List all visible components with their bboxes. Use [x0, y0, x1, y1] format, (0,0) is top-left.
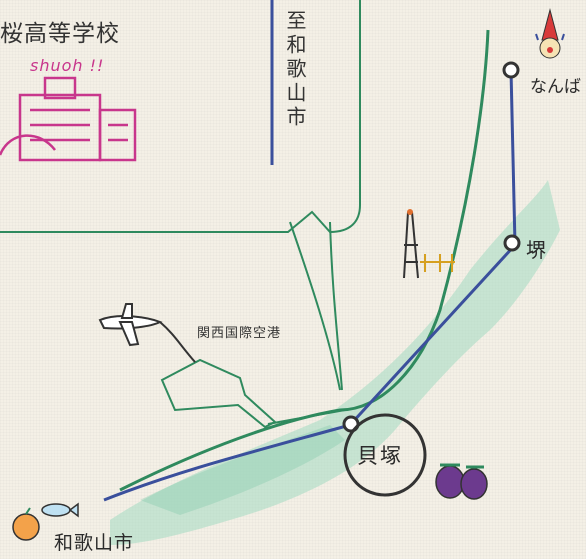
station-label-wakayama: 和歌山市: [54, 532, 135, 554]
station-label-kaizuka: 貝塚: [357, 444, 403, 468]
callout-pointer: [289, 221, 343, 391]
airplane-icon: [98, 303, 196, 363]
tower-icon: [403, 209, 455, 279]
eggplant-icon: [435, 463, 488, 500]
coastline: [119, 29, 490, 492]
station-label-sakai: 堺: [526, 238, 546, 262]
school-logo-text: shuoh !!: [30, 56, 104, 75]
logo-marks: !!: [89, 56, 105, 75]
airport-bridge: [267, 409, 346, 425]
school-callout-border: [0, 0, 361, 234]
orange-icon: [12, 507, 40, 541]
airport-label: 関西国際空港: [197, 326, 282, 341]
namba-station-dot: [502, 61, 520, 79]
direction-label-wakayama: 至和歌山市: [283, 10, 307, 130]
logo-text: shuoh: [30, 56, 84, 75]
coastal-green-area: [110, 180, 560, 545]
sakai-station-dot: [503, 234, 521, 252]
clown-icon: [535, 8, 565, 59]
school-name: 桜高等学校: [0, 21, 120, 47]
fish-icon: [41, 502, 79, 518]
airport-island: [160, 358, 277, 429]
kaizuka-station-ring: [343, 413, 427, 497]
school-building-icon: [0, 76, 137, 162]
coastal-green-area-2: [140, 425, 345, 515]
station-label-namba: なんば: [530, 77, 581, 97]
nankai-rail-line: [103, 69, 517, 502]
